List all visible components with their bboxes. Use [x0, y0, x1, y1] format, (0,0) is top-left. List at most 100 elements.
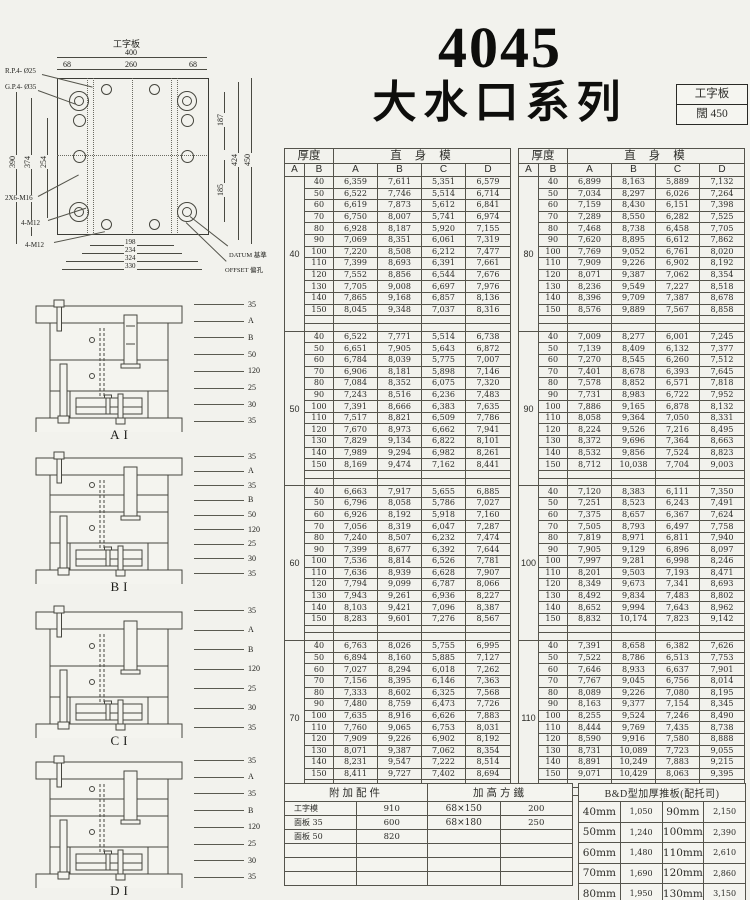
blank-cell — [611, 632, 656, 642]
cell: 40 — [538, 485, 568, 499]
cell: 6,899 — [567, 176, 612, 189]
cell: 8,352 — [377, 377, 422, 390]
blank-cell — [611, 469, 656, 479]
cell: 100 — [304, 245, 334, 259]
blank-cell — [699, 315, 745, 324]
blank-cell — [567, 469, 612, 479]
cell: 7,398 — [699, 199, 745, 212]
cell: 8,802 — [699, 589, 745, 603]
dim-label-text: 35 — [248, 722, 256, 732]
cell: 8,224 — [567, 423, 612, 437]
cell: 6,811 — [655, 531, 700, 545]
cell: 8,441 — [465, 458, 511, 471]
cell: 6,075 — [421, 377, 466, 390]
cell: 7,062 — [655, 268, 700, 282]
dim-label: B — [194, 496, 266, 505]
cell: 130 — [304, 589, 334, 603]
blank-row — [285, 477, 511, 487]
cell: 7,940 — [699, 531, 745, 545]
screw-hole — [149, 219, 160, 230]
cell: 7,976 — [465, 280, 511, 293]
cell: 6,132 — [655, 342, 700, 355]
cell: 6,750 — [333, 210, 378, 224]
leader-line — [194, 529, 244, 531]
cell: 6,928 — [333, 222, 378, 235]
cell: 60 — [538, 508, 568, 522]
cell: 7,611 — [377, 176, 422, 189]
cell: 150 — [538, 458, 568, 471]
dim-label: B — [194, 806, 266, 815]
cell: 8,319 — [377, 520, 422, 533]
callout-datum: DATUM 基準 — [228, 252, 268, 259]
cell: 8,567 — [465, 612, 511, 626]
group-thickness: 80 — [518, 176, 539, 332]
cell: 5,514 — [421, 330, 466, 344]
leader-line — [194, 688, 244, 689]
cell: 50 — [304, 342, 334, 355]
cell: 6,260 — [655, 353, 700, 367]
cell: 7,156 — [333, 674, 378, 688]
column-header: B — [304, 163, 334, 177]
cell: 60 — [304, 353, 334, 367]
riser-title: 加高方鐵 — [427, 783, 573, 802]
cell: 7,160 — [465, 508, 511, 522]
cell: 9,364 — [611, 411, 656, 425]
mold-section-drawing — [35, 605, 183, 738]
dim-label: 25 — [194, 684, 266, 693]
cell: 8,195 — [699, 686, 745, 700]
cell: 9,226 — [611, 257, 656, 270]
dim-label: A — [194, 467, 266, 476]
cell: 8,888 — [699, 732, 745, 746]
dim-label: 30 — [194, 856, 266, 865]
dim-label: 187 — [216, 113, 225, 127]
cell: 150 — [304, 612, 334, 626]
cell: 8,666 — [377, 400, 422, 413]
blank-cell — [304, 315, 334, 324]
dim-label: 35 — [194, 789, 266, 798]
blank-cell — [333, 315, 378, 324]
cell: 9,601 — [377, 612, 422, 626]
cell: 80 — [538, 377, 568, 390]
dim-label: 35 — [194, 723, 266, 732]
cell: 60 — [304, 663, 334, 676]
cell: 90 — [538, 233, 568, 247]
dim-label-text: 35 — [248, 416, 256, 426]
cell: 90 — [538, 543, 568, 556]
cell: 6,637 — [655, 663, 700, 676]
cell: 100 — [538, 245, 568, 259]
cell: 8,169 — [333, 458, 378, 471]
blank-cell — [655, 469, 700, 479]
cell — [355, 871, 428, 886]
dim-label: 120 — [194, 665, 266, 674]
cell: 7,037 — [421, 303, 466, 317]
cell: 7,952 — [699, 388, 745, 402]
blank-cell — [567, 624, 612, 634]
cell: 8,187 — [377, 222, 422, 235]
cell: 7,753 — [699, 651, 745, 665]
blank-cell — [377, 469, 422, 479]
cell: 10,038 — [611, 458, 656, 471]
table-row — [427, 857, 573, 872]
cell: 7,480 — [333, 698, 378, 711]
cell: 7,723 — [655, 744, 700, 758]
blank-cell — [377, 322, 422, 332]
cell: 9,008 — [377, 280, 422, 293]
dim-label: A — [194, 773, 266, 782]
cell: 6,526 — [421, 555, 466, 568]
cell: 8,063 — [655, 767, 700, 781]
cell: 8,354 — [699, 268, 745, 282]
cell: 7,758 — [699, 520, 745, 533]
cell: 1,480 — [619, 842, 663, 864]
cell: 8,031 — [465, 721, 511, 734]
cell: 6,936 — [421, 589, 466, 603]
